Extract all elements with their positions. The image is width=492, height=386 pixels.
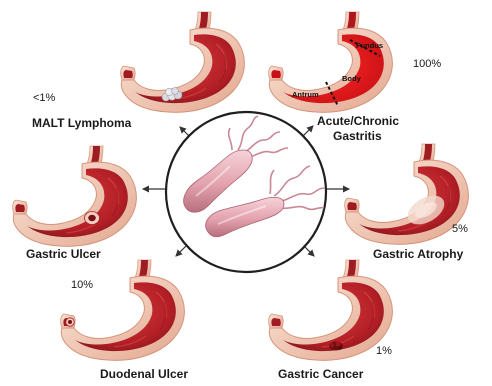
label-gastritis-line2: Gastritis <box>333 129 382 143</box>
label-gastric-atrophy: Gastric Atrophy <box>373 247 463 261</box>
tumor-lesion <box>329 342 343 351</box>
percent-gastritis: 100% <box>413 58 441 71</box>
label-gastric-cancer: Gastric Cancer <box>278 367 363 381</box>
stomach-duodenal-ulcer <box>61 260 185 360</box>
label-gastric-ulcer: Gastric Ulcer <box>26 247 101 261</box>
label-antrum: Antrum <box>292 90 319 99</box>
ulcer-lesion <box>85 212 100 225</box>
label-duodenal-ulcer: Duodenal Ulcer <box>100 367 188 381</box>
label-fundus: Fundus <box>356 41 383 50</box>
label-malt-lymphoma: MALT Lymphoma <box>32 116 131 130</box>
duodenal-lesion <box>66 318 74 326</box>
label-gastritis-line1: Acute/Chronic <box>317 114 399 128</box>
percent-gastric-atrophy: 5% <box>452 223 468 236</box>
stomach-gastric-cancer <box>269 260 393 360</box>
label-body: Body <box>342 74 362 83</box>
percent-duodenal-ulcer: 10% <box>71 279 93 292</box>
stomach-gastric-ulcer <box>13 146 137 246</box>
stomach-gastritis: Fundus Body Antrum <box>269 12 393 112</box>
stomach-malt-lymphoma <box>121 12 245 112</box>
percent-gastric-cancer: 1% <box>376 345 392 358</box>
stomach-gastric-atrophy <box>345 144 469 244</box>
percent-malt-lymphoma: <1% <box>33 92 55 105</box>
center-bacteria-circle <box>166 112 326 272</box>
